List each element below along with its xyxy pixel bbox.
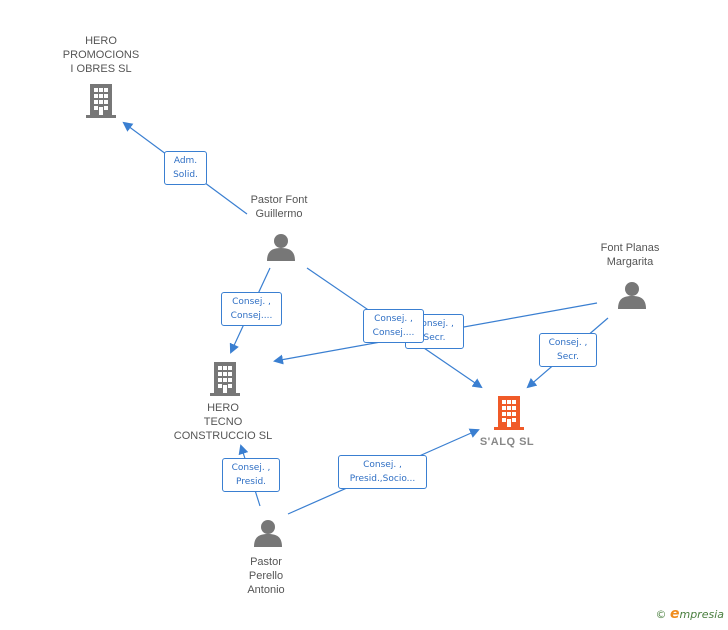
edge-label-line: Consej.... [230, 311, 273, 321]
node-label-line: Guillermo [255, 208, 303, 220]
edge-label-line: Presid.,Socio... [349, 474, 416, 484]
node-label-line: HERO [85, 35, 117, 47]
node-label-line: HERO [207, 402, 239, 414]
node-label-line: I OBRES SL [70, 63, 132, 75]
edge-label-line: Consej. , [548, 338, 588, 348]
person-icon [254, 520, 282, 547]
edge-label-line: Consej. , [232, 297, 271, 307]
node-label-line: Font Planas [600, 242, 660, 254]
edge-label-line: Consej.... [372, 328, 415, 338]
edge-label-line: Consej. , [231, 463, 271, 473]
brand-initial: e [669, 606, 680, 622]
building-icon [86, 84, 116, 118]
brand-logo: © empresia [655, 606, 724, 622]
node-label-hero-tecno[interactable]: HERO TECNO CONSTRUCCIO SL [163, 401, 283, 443]
edge-label-line: Adm. [173, 156, 198, 166]
node-label-hero-promocions[interactable]: HERO PROMOCIONS I OBRES SL [41, 34, 161, 76]
edge-label-adm-solid[interactable]: Adm. Solid. [164, 151, 207, 185]
building-icon [210, 362, 240, 396]
edge-label-consej-tecno-pastor-font[interactable]: Consej. , Consej.... [221, 292, 282, 326]
node-label-line: Perello [248, 570, 284, 582]
node-label-line: Pastor [250, 556, 282, 568]
edge-label-consej-front[interactable]: Consej. , Consej.... [363, 309, 424, 343]
edge-label-consej-presid-tecno[interactable]: Consej. , Presid. [222, 458, 280, 492]
node-label-line: Margarita [606, 256, 654, 268]
node-label-pastor-font[interactable]: Pastor Font Guillermo [219, 193, 339, 221]
edge-label-consej-presid-socio[interactable]: Consej. , Presid.,Socio... [338, 455, 427, 489]
node-label-line: S'ALQ SL [479, 436, 535, 448]
node-label-line: Antonio [247, 584, 285, 596]
node-label-font-planas[interactable]: Font Planas Margarita [570, 241, 690, 269]
edge-label-line: Secr. [557, 352, 579, 362]
edge-label-line: Secr. [423, 333, 446, 343]
edge-label-line: Consej. , [415, 319, 454, 329]
person-icon [267, 234, 295, 261]
person-icon [618, 282, 646, 309]
edge-label-line: Consej. , [374, 314, 413, 324]
edge-label-consej-secr-planas[interactable]: Consej. , Secr. [539, 333, 597, 367]
edge-label-line: Consej. , [363, 460, 402, 470]
node-label-pastor-perello[interactable]: Pastor Perello Antonio [206, 555, 326, 597]
copyright-symbol: © [655, 608, 667, 621]
building-icon [494, 396, 524, 430]
node-label-line: CONSTRUCCIO SL [173, 430, 273, 442]
edge-label-line: Solid. [173, 170, 198, 180]
node-label-line: Pastor Font [250, 194, 308, 206]
brand-name: mpresia [679, 608, 724, 621]
node-label-line: PROMOCIONS [62, 49, 140, 61]
node-label-salq[interactable]: S'ALQ SL [467, 435, 547, 449]
edge-label-line: Presid. [235, 477, 267, 487]
node-label-line: TECNO [203, 416, 243, 428]
